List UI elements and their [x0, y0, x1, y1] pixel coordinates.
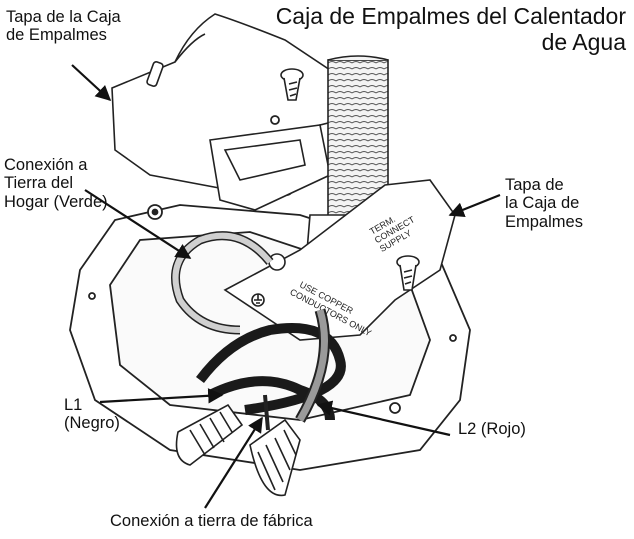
label-l2: L2 (Rojo) [458, 420, 526, 438]
label-right-cover: Tapa de la Caja de Empalmes [505, 176, 583, 231]
conduit-bracket [209, 124, 331, 211]
arrow-house-ground [84, 189, 192, 259]
label-top-cover-line1: Tapa de la Caja [6, 8, 121, 26]
pointer-arrows [71, 64, 501, 509]
diagram-title: Caja de Empalmes del Calentador de Agua [276, 3, 626, 56]
title-line-2: de Agua [541, 29, 626, 56]
label-right-cover-line1: Tapa de [505, 176, 564, 194]
label-right-cover-line3: Empalmes [505, 212, 583, 231]
label-top-cover-line2: de Empalmes [6, 26, 107, 45]
wire-nut-left [175, 403, 244, 466]
label-house-ground-line2: Tierra del [4, 174, 74, 193]
factory-ground-wire [263, 394, 270, 431]
label-house-ground-line3: Hogar (Verde) [4, 192, 108, 211]
label-l1-line1: L1 [64, 396, 83, 414]
wire-nut-right [249, 418, 301, 497]
right-cover-plate: TERM. CONNECT SUPPLY USE COPPER CONDUCTO… [223, 179, 456, 341]
label-right-cover-line2: la Caja de [505, 194, 580, 213]
label-l1: L1 (Negro) [64, 396, 120, 433]
arrow-l2 [316, 400, 451, 437]
arrow-top-cover [71, 64, 112, 102]
label-top-cover: Tapa de la Caja de Empalmes [6, 8, 121, 45]
label-l1-line2: (Negro) [64, 414, 120, 433]
arrow-right-cover [448, 193, 501, 218]
arrow-factory-ground [204, 416, 263, 509]
label-house-ground: Conexión a Tierra del Hogar (Verde) [4, 156, 108, 211]
title-line-1: Caja de Empalmes del Calentador [275, 3, 626, 29]
label-factory-ground: Conexión a tierra de fábrica [110, 512, 313, 530]
arrow-l1 [99, 388, 224, 404]
label-house-ground-line1: Conexión a [4, 156, 88, 174]
